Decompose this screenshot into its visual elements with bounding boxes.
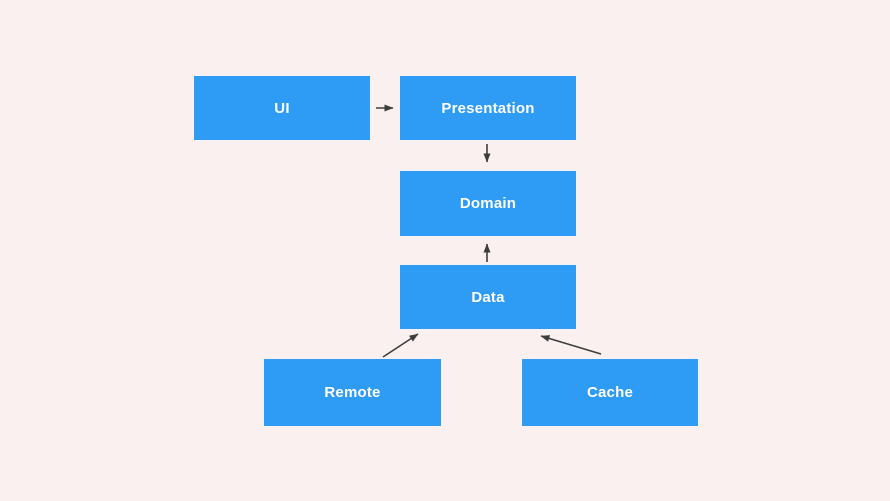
node-ui: UI — [194, 76, 370, 140]
node-presentation: Presentation — [400, 76, 576, 140]
node-cache: Cache — [522, 359, 698, 426]
node-presentation-label: Presentation — [441, 99, 535, 117]
node-remote: Remote — [264, 359, 441, 426]
arrow-remote-to-data — [382, 333, 419, 358]
node-ui-label: UI — [274, 99, 290, 117]
node-cache-label: Cache — [586, 384, 634, 401]
node-domain: Domain — [400, 171, 576, 236]
node-data-label: Data — [471, 288, 505, 306]
node-domain-label: Domain — [459, 195, 517, 212]
node-remote-label: Remote — [324, 384, 381, 401]
node-data: Data — [400, 265, 576, 329]
arrow-cache-to-data — [540, 335, 602, 355]
